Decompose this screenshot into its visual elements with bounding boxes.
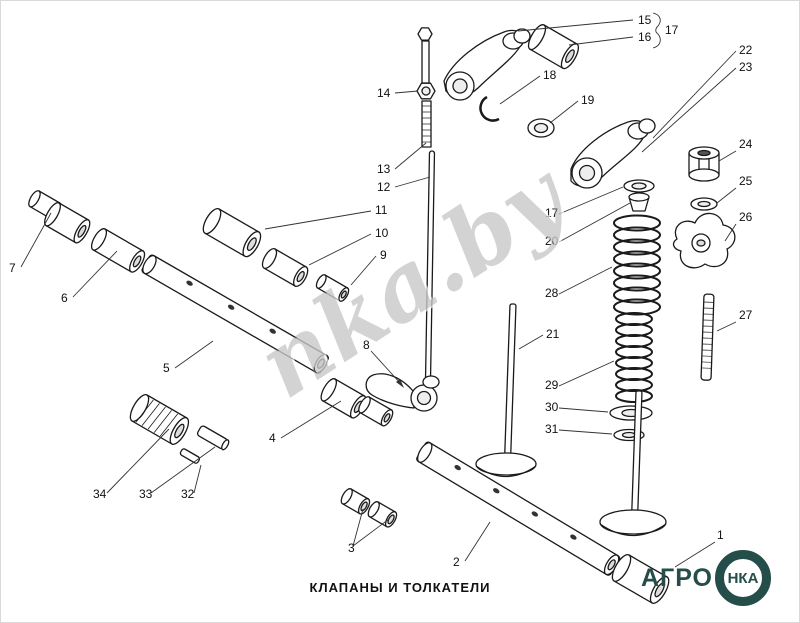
part-circlip-18 [479, 95, 500, 122]
part-valve-spring-inner-29 [615, 312, 653, 403]
logo-text-agro: АГРО [640, 563, 713, 592]
callout-29: 29 [545, 378, 559, 392]
callout-8: 8 [363, 338, 370, 352]
part-stud-27 [700, 293, 715, 381]
callout-1: 1 [717, 528, 724, 542]
part-bushing-4b [358, 396, 394, 427]
callout-5: 5 [163, 361, 170, 375]
part-valve-21 [475, 303, 537, 478]
part-adjusting-screw-13 [421, 100, 432, 148]
part-bushing-6 [90, 228, 146, 273]
part-rocker-arm-upper [443, 28, 531, 101]
part-bushing-9 [315, 274, 350, 302]
part-tappet-1 [611, 554, 670, 604]
callout-13: 13 [377, 162, 391, 176]
part-bushing-10 [261, 248, 309, 288]
callout-17b: 17 [545, 206, 559, 220]
part-washer-19 [527, 118, 555, 138]
callout-labels: 15 16 17 22 23 14 18 19 13 12 24 11 10 1… [9, 13, 753, 569]
leader-lines [20, 12, 737, 568]
callout-25: 25 [739, 174, 753, 188]
part-knurled-bushing-34 [129, 394, 190, 445]
part-nut-14 [416, 82, 436, 100]
callout-19: 19 [581, 93, 595, 107]
callout-27: 27 [739, 308, 753, 322]
part-bushing-11 [202, 207, 262, 258]
part-washer-25 [690, 197, 718, 211]
part-pushrod-12 [424, 150, 436, 392]
logo: АГРО НКА [641, 550, 771, 606]
callout-15: 15 [638, 13, 652, 27]
part-ring-3b [367, 501, 398, 528]
part-bushing-7b [44, 202, 91, 244]
callout-17: 17 [665, 23, 679, 37]
part-rocker-shaft-lower [416, 441, 621, 576]
callout-31: 31 [545, 422, 559, 436]
logo-circle-nka: НКА [715, 550, 771, 606]
callout-18: 18 [543, 68, 557, 82]
callout-12: 12 [377, 180, 391, 194]
part-rocker-arm-lower [365, 373, 440, 412]
callout-24: 24 [739, 137, 753, 151]
callout-34: 34 [93, 487, 107, 501]
callout-23: 23 [739, 60, 753, 74]
part-spring-retainer-17 [623, 179, 655, 193]
part-spring-seat-30 [609, 405, 653, 421]
part-rocker-shaft-upper [141, 254, 329, 374]
callout-7: 7 [9, 261, 16, 275]
callout-10: 10 [375, 226, 389, 240]
callout-26: 26 [739, 210, 753, 224]
callout-30: 30 [545, 400, 559, 414]
callout-4: 4 [269, 431, 276, 445]
callout-21: 21 [546, 327, 560, 341]
callout-22: 22 [739, 43, 753, 57]
callout-9: 9 [380, 248, 387, 262]
callout-3: 3 [348, 541, 355, 555]
part-support-26 [672, 212, 736, 269]
callout-14: 14 [377, 86, 391, 100]
callout-32: 32 [181, 487, 195, 501]
part-collet-20 [628, 192, 650, 212]
part-nut-24 [688, 146, 720, 182]
callout-2: 2 [453, 555, 460, 569]
diagram-caption: КЛАПАНЫ И ТОЛКАТЕЛИ [309, 580, 491, 595]
part-bolt-top [417, 27, 433, 84]
part-valve-spring-outer-28 [613, 214, 661, 316]
part-tappet-16 [527, 24, 580, 70]
callout-16: 16 [638, 30, 652, 44]
part-rocker-arm-right [570, 118, 656, 189]
callout-6: 6 [61, 291, 68, 305]
callout-11: 11 [375, 203, 388, 217]
callout-28: 28 [545, 286, 559, 300]
callout-33: 33 [139, 487, 153, 501]
part-ring-3a [340, 488, 371, 515]
part-pin-32 [179, 448, 201, 464]
part-valve-right [599, 390, 667, 537]
part-pin-33 [196, 425, 230, 451]
callout-20: 20 [545, 234, 559, 248]
